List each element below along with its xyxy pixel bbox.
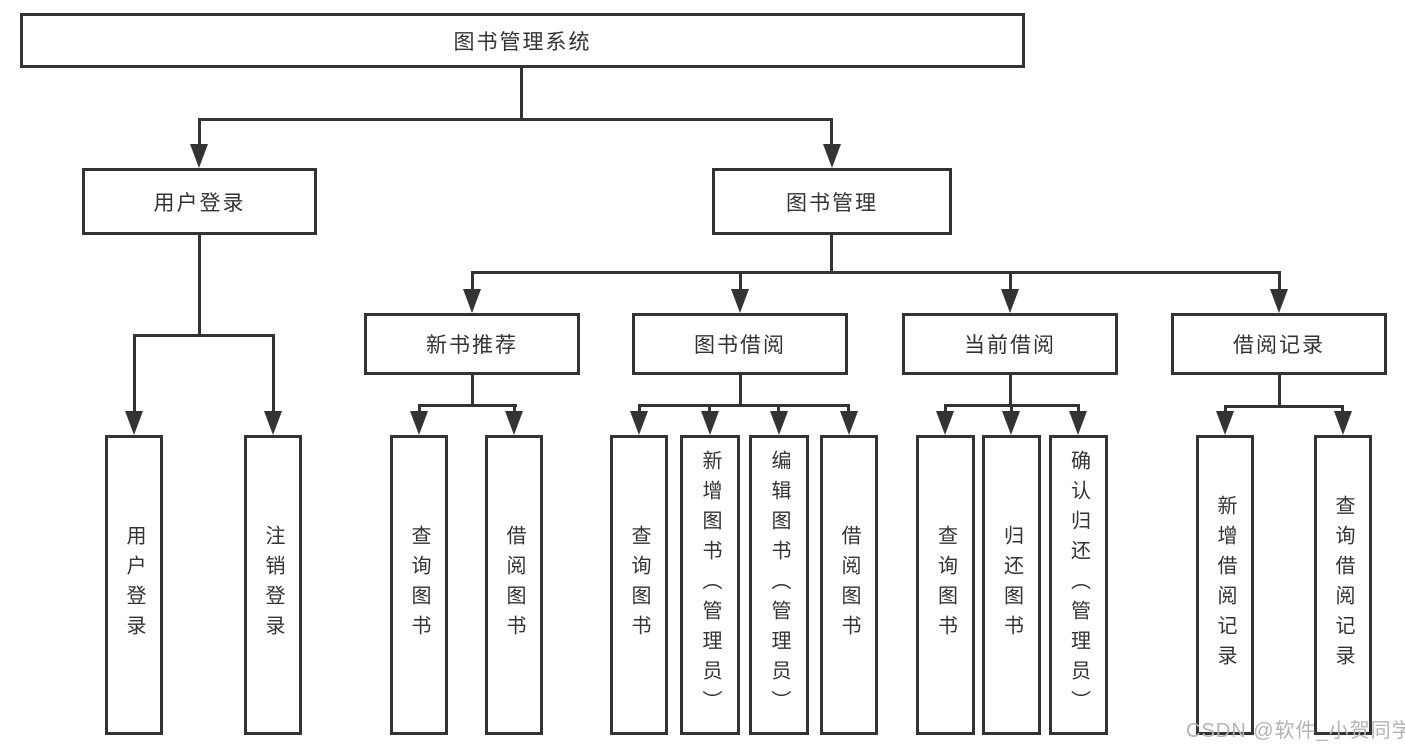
connector-l2-arm-2 bbox=[739, 271, 742, 291]
connector-user-login-stem bbox=[198, 235, 201, 335]
arrow-down-icon bbox=[463, 289, 481, 313]
connector-book-borrowing-stem bbox=[739, 375, 742, 407]
connector-new-book-splitter bbox=[418, 404, 517, 407]
leaf-user-login: 用户登录 bbox=[105, 435, 163, 735]
node-current-borrowing: 当前借阅 bbox=[902, 313, 1118, 375]
leaf-borrow-books-recommend: 借阅图书 bbox=[485, 435, 543, 735]
node-new-book-recommend: 新书推荐 bbox=[364, 313, 580, 375]
connector-current-borrowing-arm-2 bbox=[1010, 404, 1013, 413]
arrow-down-icon bbox=[630, 411, 648, 435]
connector-book-borrowing-arm-1 bbox=[638, 404, 641, 413]
connector-l2-arm-1 bbox=[471, 271, 474, 291]
connector-borrow-records-arm-1 bbox=[1224, 405, 1227, 413]
connector-l2-arm-4 bbox=[1278, 271, 1281, 291]
arrow-down-icon bbox=[1001, 289, 1019, 313]
csdn-watermark: CSDN @软件_小贺同学 bbox=[1186, 720, 1405, 742]
connector-new-book-arm-2 bbox=[513, 404, 516, 413]
leaf-borrow-books-borrowing: 借阅图书 bbox=[820, 435, 878, 735]
connector-l1-arm-right bbox=[830, 118, 833, 146]
arrow-down-icon bbox=[1270, 289, 1288, 313]
node-borrowing-records: 借阅记录 bbox=[1171, 313, 1387, 375]
connector-l2-splitter bbox=[471, 271, 1281, 274]
connector-book-borrowing-splitter bbox=[638, 404, 850, 407]
leaf-logout: 注销登录 bbox=[244, 435, 302, 735]
arrow-down-icon bbox=[1002, 411, 1020, 435]
arrow-down-icon bbox=[936, 411, 954, 435]
node-book-management: 图书管理 bbox=[712, 168, 952, 235]
leaf-query-books-recommend: 查询图书 bbox=[390, 435, 448, 735]
node-book-borrowing: 图书借阅 bbox=[632, 313, 848, 375]
arrow-down-icon bbox=[731, 289, 749, 313]
arrow-down-icon bbox=[1069, 411, 1087, 435]
connector-book-management-stem bbox=[830, 235, 833, 272]
arrow-down-icon bbox=[840, 411, 858, 435]
connector-current-borrowing-stem bbox=[1009, 375, 1012, 407]
connector-root-stem bbox=[520, 68, 523, 119]
connector-l1-arm-left bbox=[198, 118, 201, 146]
arrow-down-icon bbox=[1334, 411, 1352, 435]
connector-l2-arm-3 bbox=[1009, 271, 1012, 291]
connector-user-login-arm-right bbox=[272, 334, 275, 411]
connector-user-login-splitter bbox=[133, 334, 274, 337]
arrow-down-icon bbox=[125, 411, 143, 435]
arrow-down-icon bbox=[1216, 411, 1234, 435]
connector-borrow-records-stem bbox=[1278, 375, 1281, 408]
node-library-management-system: 图书管理系统 bbox=[20, 13, 1025, 68]
connector-book-borrowing-arm-4 bbox=[847, 404, 850, 413]
connector-new-book-stem bbox=[471, 375, 474, 407]
leaf-return-books: 归还图书 bbox=[982, 435, 1041, 735]
arrow-down-icon bbox=[701, 411, 719, 435]
arrow-down-icon bbox=[264, 411, 282, 435]
connector-borrow-records-splitter bbox=[1224, 405, 1344, 408]
arrow-down-icon bbox=[505, 411, 523, 435]
leaf-add-book-admin: 新增图书（管理员） bbox=[680, 435, 740, 735]
arrow-down-icon bbox=[770, 411, 788, 435]
leaf-query-borrow-record: 查询借阅记录 bbox=[1314, 435, 1372, 735]
node-user-login: 用户登录 bbox=[82, 168, 317, 235]
connector-l1-splitter bbox=[198, 118, 833, 121]
connector-current-borrowing-arm-3 bbox=[1077, 404, 1080, 413]
leaf-query-books-borrowing: 查询图书 bbox=[610, 435, 668, 735]
connector-book-borrowing-arm-2 bbox=[708, 404, 711, 413]
connector-current-borrowing-arm-1 bbox=[944, 404, 947, 413]
connector-new-book-arm-1 bbox=[418, 404, 421, 413]
arrow-down-icon bbox=[823, 144, 841, 168]
connector-borrow-records-arm-2 bbox=[1341, 405, 1344, 413]
leaf-edit-book-admin: 编辑图书（管理员） bbox=[749, 435, 809, 735]
leaf-add-borrow-record: 新增借阅记录 bbox=[1196, 435, 1254, 735]
connector-book-borrowing-arm-3 bbox=[777, 404, 780, 413]
connector-user-login-arm-left bbox=[133, 334, 136, 411]
arrow-down-icon bbox=[410, 411, 428, 435]
leaf-confirm-return-admin: 确认归还（管理员） bbox=[1049, 435, 1108, 735]
leaf-query-books-current: 查询图书 bbox=[916, 435, 975, 735]
arrow-down-icon bbox=[190, 144, 208, 168]
